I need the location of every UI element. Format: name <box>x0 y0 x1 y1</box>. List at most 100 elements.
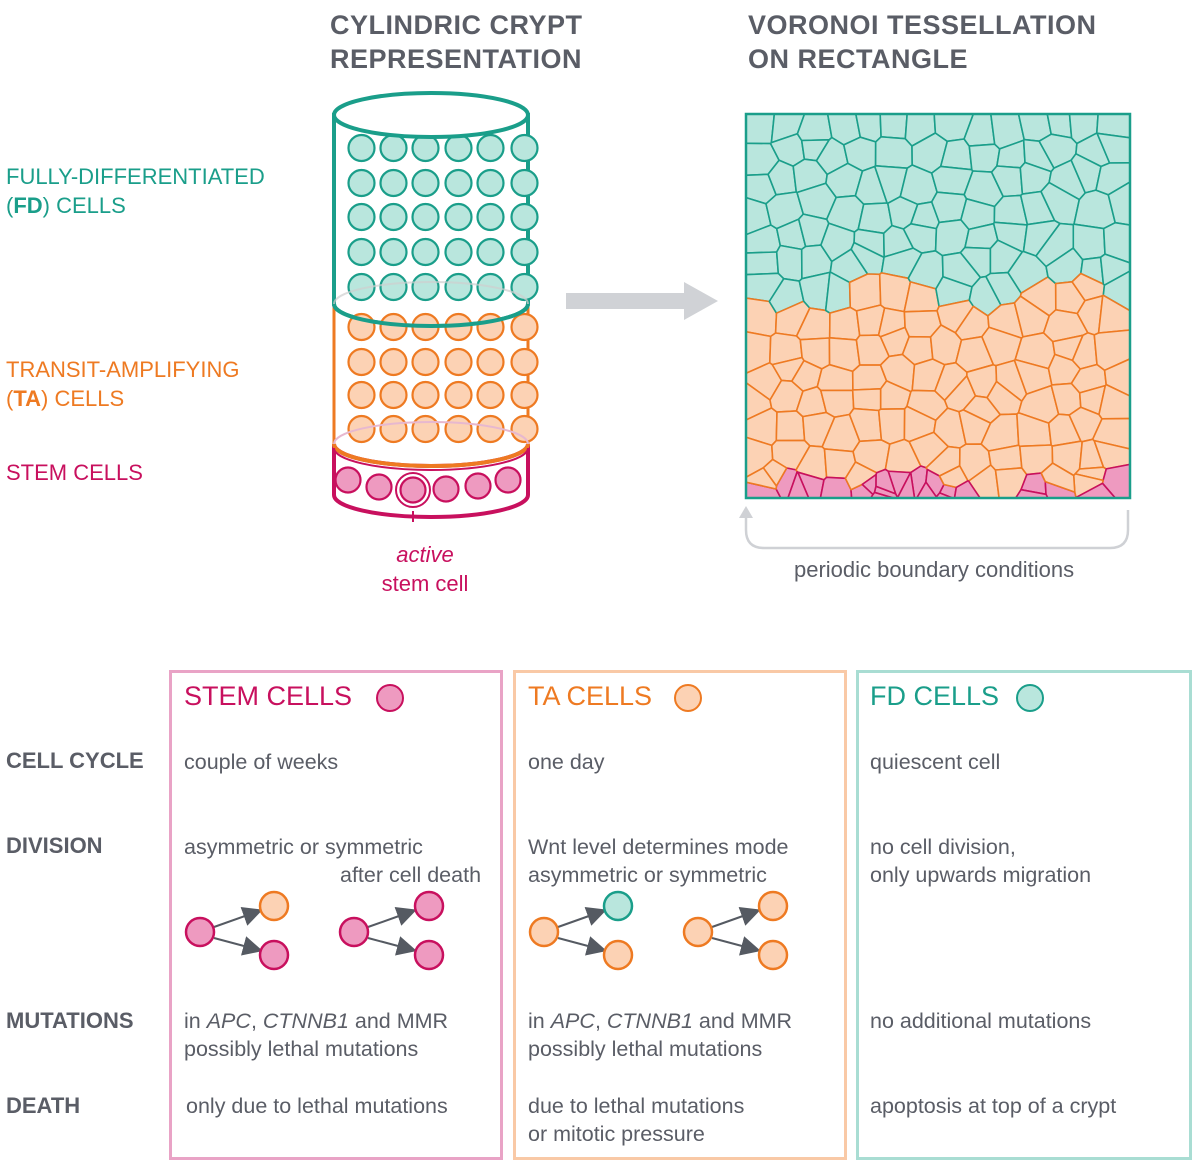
ta-open-paren: ( <box>6 386 14 411</box>
stem-cell-cycle: couple of weeks <box>184 750 339 774</box>
ta-daughter-cell <box>757 939 789 971</box>
stem-cell-icon <box>376 684 404 712</box>
stem-mutation-apc: APC <box>206 1009 251 1033</box>
voronoi-stem-cell <box>896 471 916 499</box>
fd-label-line1: FULLY-DIFFERENTIATED <box>6 164 265 189</box>
ta-cell <box>379 347 408 377</box>
active-stem-label: active stem cell <box>380 540 470 598</box>
stem-cells-box <box>169 670 503 1160</box>
ta-cell <box>411 414 440 444</box>
ta-division-line2: asymmetric or symmetric <box>528 863 767 887</box>
ta-parent-cell <box>682 916 714 948</box>
fd-cell <box>411 237 440 267</box>
stem-division-diagrams <box>184 890 445 971</box>
fd-cell <box>379 272 408 302</box>
ta-cells-label: TRANSIT-AMPLIFYING (TA) CELLS <box>6 355 239 413</box>
ta-stem-front-edge <box>332 443 530 468</box>
fd-cell <box>444 168 473 198</box>
stem-mutation-mmr: and MMR <box>348 1009 449 1033</box>
stem-division-line1: asymmetric or symmetric <box>184 835 423 859</box>
active-stem-label-line1: active <box>396 542 454 567</box>
fd-cell <box>510 168 539 198</box>
fd-open-paren: ( <box>6 193 14 218</box>
stem-mutations-line2: possibly lethal mutations <box>184 1037 419 1061</box>
stem-box-title: STEM CELLS <box>184 681 353 711</box>
fd-cell <box>347 237 376 267</box>
voronoi-ta-cell <box>1093 329 1131 372</box>
fd-cell-cycle: quiescent cell <box>870 750 1001 774</box>
stem-cells-label: STEM CELLS <box>6 460 143 485</box>
ta-cell <box>347 380 376 410</box>
ta-mutations-line1: in APC, CTNNB1 and MMR <box>528 1007 792 1035</box>
voronoi-stem-cell <box>953 479 982 499</box>
ta-daughter-cell <box>757 890 789 922</box>
fd-cell <box>444 237 473 267</box>
stem-mutations-line1: in APC, CTNNB1 and MMR <box>184 1007 448 1035</box>
fd-cell <box>444 202 473 232</box>
ta-cell <box>510 347 539 377</box>
ta-mutations-separator: , <box>594 1009 607 1033</box>
ta-death-line2: or mitotic pressure <box>528 1122 705 1146</box>
ta-division-line1: Wnt level determines mode <box>528 835 789 859</box>
fd-cell <box>411 168 440 198</box>
voronoi-ta-cell <box>851 387 882 412</box>
voronoi-ta-cell <box>1040 462 1076 493</box>
fd-cell <box>476 237 505 267</box>
stem-death: only due to lethal mutations <box>186 1094 448 1118</box>
fd-box-title: FD CELLS <box>870 681 1000 711</box>
ta-asymmetric-division <box>528 890 634 971</box>
voronoi-heading-line1: VORONOI TESSELLATION <box>748 10 1097 40</box>
voronoi-ta-cell <box>828 306 861 341</box>
ta-label-line1: TRANSIT-AMPLIFYING <box>6 357 240 382</box>
ta-parent-cell <box>528 916 560 948</box>
periodic-bracket <box>739 506 1130 550</box>
ta-cell <box>476 347 505 377</box>
periodic-boundary-label: periodic boundary conditions <box>794 557 1075 582</box>
stem-mutations-prefix: in <box>184 1009 207 1033</box>
fd-division-line1: no cell division, <box>870 835 1016 859</box>
ta-mutation-apc: APC <box>550 1009 595 1033</box>
ta-cell <box>379 380 408 410</box>
fd-mutations: no additional mutations <box>870 1009 1092 1033</box>
fd-cell <box>347 168 376 198</box>
voronoi-ta-cell <box>1091 417 1131 450</box>
fd-cell <box>444 133 473 163</box>
voronoi-fd-cell <box>1095 162 1131 196</box>
cylinder-top-ellipse <box>332 91 530 139</box>
ta-cell <box>510 414 539 444</box>
voronoi-fd-cell <box>775 244 803 282</box>
ta-cell <box>411 380 440 410</box>
fd-abbreviation: FD <box>13 193 43 218</box>
stem-cell <box>464 472 492 500</box>
stem-division-line2: after cell death <box>340 863 482 887</box>
ta-cells-box <box>513 670 847 1160</box>
voronoi-fd-cell <box>857 202 893 235</box>
fd-ta-front-edge <box>332 303 530 328</box>
voronoi-ta-cell <box>877 407 906 445</box>
cylinder-heading: CYLINDRIC CRYPT REPRESENTATION <box>330 8 583 76</box>
stem-cell <box>399 476 427 504</box>
voronoi-stem-cell <box>786 470 810 499</box>
row-label-death: DEATH <box>6 1093 81 1118</box>
stem-mutation-ctnnb1: CTNNB1 <box>262 1009 349 1033</box>
voronoi-fd-cell <box>879 113 909 140</box>
stem-symmetric-division <box>338 890 445 971</box>
ta-label-suffix: ) CELLS <box>41 386 125 411</box>
active-stem-cell-ring <box>395 472 431 508</box>
fd-cell-icon <box>1016 684 1044 712</box>
fd-cell <box>411 272 440 302</box>
stem-daughter-cell <box>413 939 445 971</box>
voronoi-stem-cell <box>861 473 877 496</box>
row-label-cell-cycle: CELL CYCLE <box>6 748 144 773</box>
fd-cell <box>347 133 376 163</box>
fd-label-suffix: ) CELLS <box>42 193 126 218</box>
ta-daughter-cell <box>602 939 634 971</box>
ta-abbreviation: TA <box>13 386 42 411</box>
fd-label-line2: (FD) CELLS <box>6 191 265 220</box>
ta-mutations-line2: possibly lethal mutations <box>528 1037 763 1061</box>
ta-cell <box>411 347 440 377</box>
fd-cell-grid <box>347 133 539 302</box>
fd-cell <box>510 202 539 232</box>
cylinder-heading-line1: CYLINDRIC CRYPT <box>330 10 583 40</box>
stem-cell <box>494 466 522 494</box>
